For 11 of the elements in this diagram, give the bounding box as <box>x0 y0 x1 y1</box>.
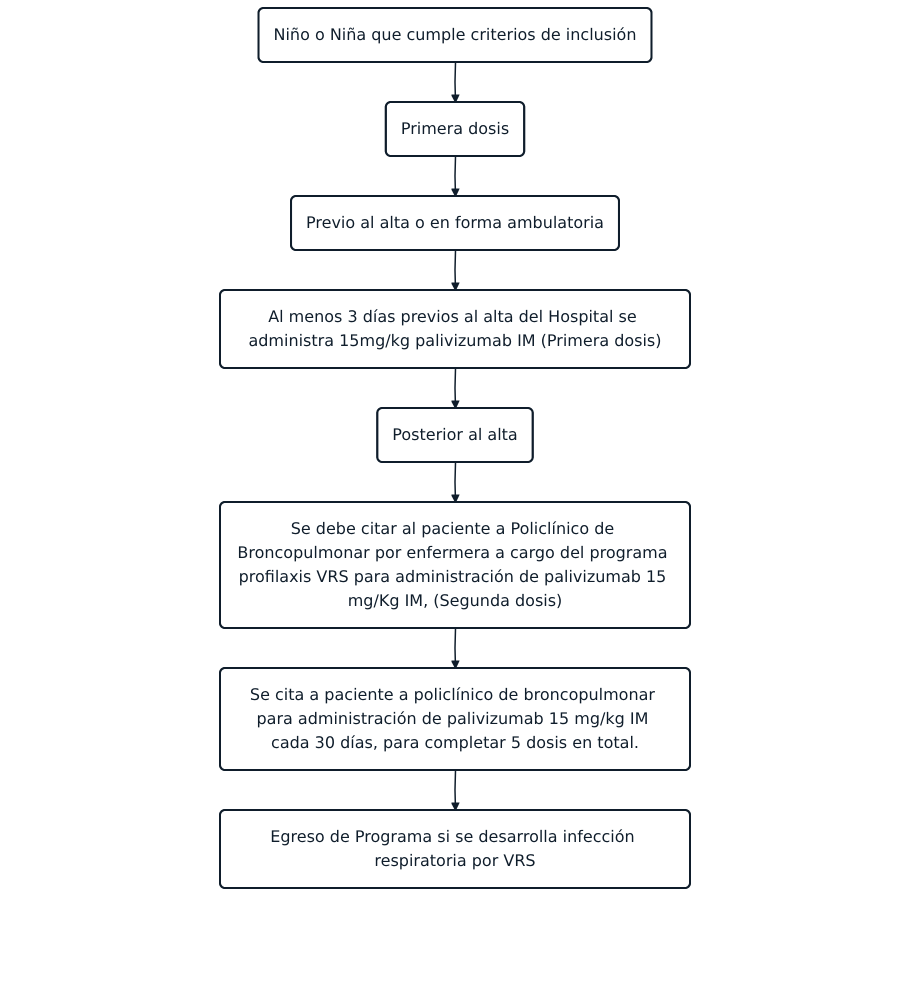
node-text: Se cita a paciente a policlínico de broncopulmonar para administración de palivizumab 15 mg/kg IM cada 30 días, para completar 5 dosis en total. <box>249 685 654 752</box>
arrow <box>450 368 460 409</box>
arrow <box>450 462 460 503</box>
arrow <box>450 62 460 103</box>
node-text: Se debe citar al paciente a Policlínico de Broncopulmonar por enfermera a cargo del programa profilaxis VRS para administración de palivizumab 15 mg/Kg IM, (Segunda dosis) <box>236 519 668 610</box>
node-text: Egreso de Programa si se desarrolla infección respiratoria por VRS <box>270 827 634 870</box>
arrow <box>450 628 460 669</box>
node-text: Al menos 3 días previos al alta del Hospital se administra 15mg/kg palivizumab IM (Primera dosis) <box>248 307 662 350</box>
arrow <box>450 770 460 811</box>
arrow <box>450 156 460 197</box>
arrow <box>450 250 460 291</box>
